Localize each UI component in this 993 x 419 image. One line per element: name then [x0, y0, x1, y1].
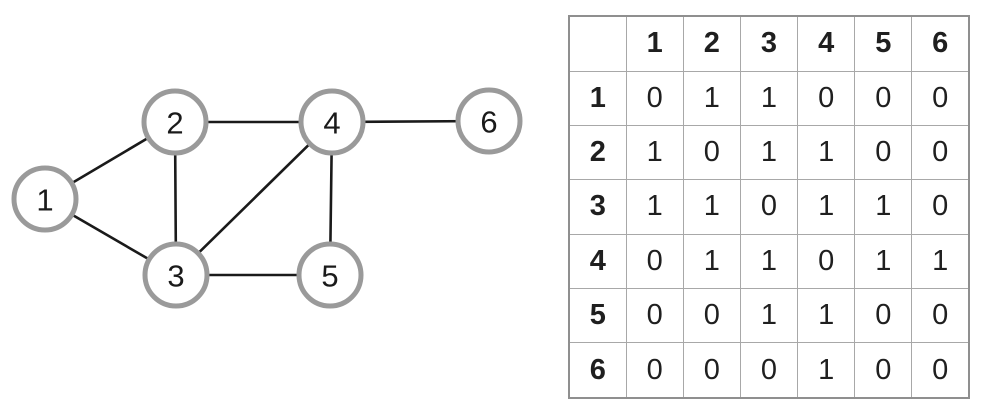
graph-node-1 — [11, 165, 79, 233]
graph-diagram: 1 2 3 4 5 6 — [11, 87, 523, 309]
matrix-cell-3-4: 1 — [797, 179, 856, 235]
matrix-row-header-6: 6 — [568, 342, 627, 399]
matrix-row-header-3: 3 — [568, 179, 627, 235]
graph-node-label-3: 3 — [167, 259, 184, 294]
matrix-cell-2-2: 0 — [682, 124, 741, 181]
matrix-cell-1-2: 1 — [682, 70, 741, 126]
matrix-cell-3-1: 1 — [625, 179, 684, 235]
graph-node-label-5: 5 — [321, 259, 338, 294]
matrix-cell-4-6: 1 — [911, 233, 970, 289]
matrix-row-header-2: 2 — [568, 124, 627, 181]
matrix-cell-6-1: 0 — [625, 342, 684, 399]
matrix-col-header-3: 3 — [739, 15, 799, 72]
matrix-corner-cell — [568, 15, 627, 72]
matrix-cell-1-1: 0 — [625, 70, 684, 126]
graph-node-label-2: 2 — [166, 106, 183, 141]
matrix-cell-5-1: 0 — [625, 287, 684, 344]
matrix-cell-5-4: 1 — [797, 287, 856, 344]
matrix-col-header-2: 2 — [682, 15, 741, 72]
graph-node-2 — [141, 88, 209, 156]
graph-node-4 — [298, 88, 366, 156]
matrix-cell-2-4: 1 — [797, 124, 856, 181]
matrix-cell-6-5: 0 — [854, 342, 913, 399]
matrix-cell-5-2: 0 — [682, 287, 741, 344]
matrix-cell-4-5: 1 — [854, 233, 913, 289]
graph-node-5 — [296, 241, 364, 309]
matrix-cell-2-5: 0 — [854, 124, 913, 181]
matrix-col-header-5: 5 — [854, 15, 913, 72]
graph-node-3 — [142, 241, 210, 309]
matrix-cell-5-3: 1 — [739, 287, 799, 344]
matrix-row-header-4: 4 — [568, 233, 627, 289]
matrix-cell-1-3: 1 — [739, 70, 799, 126]
matrix-cell-4-2: 1 — [682, 233, 741, 289]
matrix-row-header-5: 5 — [568, 287, 627, 344]
matrix-cell-3-6: 0 — [911, 179, 970, 235]
matrix-cell-2-1: 1 — [625, 124, 684, 181]
matrix-cell-1-6: 0 — [911, 70, 970, 126]
graph-node-label-1: 1 — [36, 183, 53, 218]
matrix-cell-6-4: 1 — [797, 342, 856, 399]
matrix-cell-4-4: 0 — [797, 233, 856, 289]
matrix-cell-1-5: 0 — [854, 70, 913, 126]
matrix-cell-5-6: 0 — [911, 287, 970, 344]
matrix-cell-4-1: 0 — [625, 233, 684, 289]
graph-node-label-4: 4 — [323, 106, 340, 141]
matrix-cell-6-6: 0 — [911, 342, 970, 399]
graph-edge-3-4 — [174, 120, 334, 277]
matrix-cell-2-6: 0 — [911, 124, 970, 181]
matrix-col-header-4: 4 — [797, 15, 856, 72]
matrix-col-header-6: 6 — [911, 15, 970, 72]
matrix-cell-4-3: 1 — [739, 233, 799, 289]
matrix-cell-3-3: 0 — [739, 179, 799, 235]
matrix-cell-6-3: 0 — [739, 342, 799, 399]
matrix-cell-6-2: 0 — [682, 342, 741, 399]
matrix-row-header-1: 1 — [568, 70, 627, 126]
matrix-cell-3-2: 1 — [682, 179, 741, 235]
matrix-cell-5-5: 0 — [854, 287, 913, 344]
matrix-cell-2-3: 1 — [739, 124, 799, 181]
graph-node-label-6: 6 — [480, 105, 497, 140]
matrix-col-header-1: 1 — [625, 15, 684, 72]
matrix-cell-1-4: 0 — [797, 70, 856, 126]
graph-node-6 — [455, 87, 523, 155]
matrix-cell-3-5: 1 — [854, 179, 913, 235]
